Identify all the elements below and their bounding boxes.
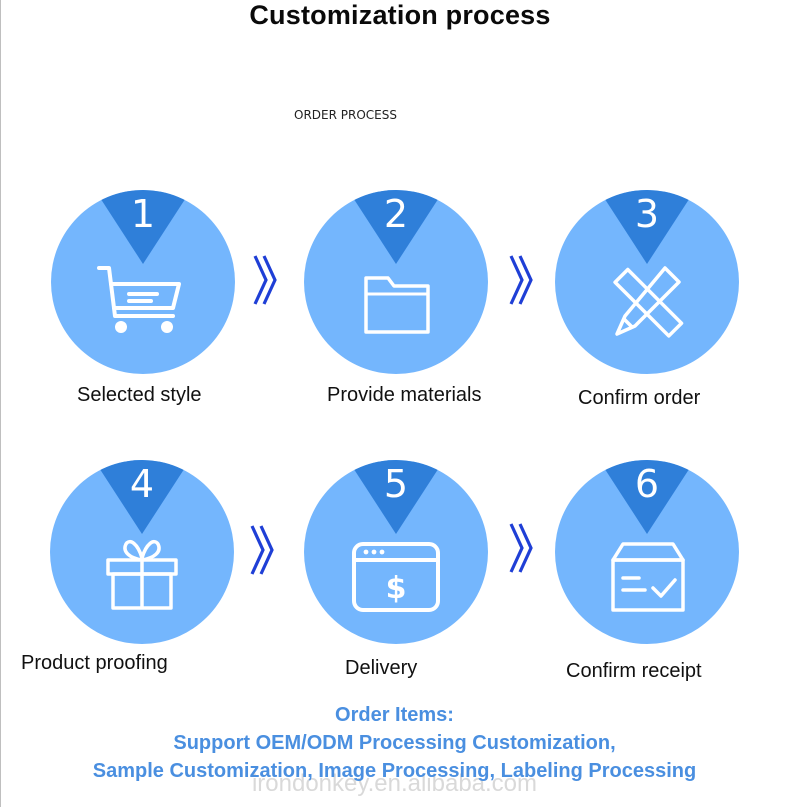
step-5-circle: 5 $ xyxy=(304,460,488,644)
step-3-badge xyxy=(599,190,695,264)
step-4-number: 4 xyxy=(129,462,155,506)
order-items-line-2: Sample Customization, Image Processing, … xyxy=(92,760,697,782)
box-check-icon xyxy=(611,542,685,612)
order-items-heading: Order Items: xyxy=(335,704,454,726)
watermark: irondonkey.en.alibaba.com xyxy=(251,770,538,797)
page-title: Customization process xyxy=(249,0,551,30)
step-3-number: 3 xyxy=(634,192,660,236)
step-6-badge xyxy=(599,460,695,534)
step-2-circle: 2 xyxy=(304,190,488,374)
left-border xyxy=(0,0,1,807)
pencil-ruler-icon xyxy=(613,266,684,338)
step-5-label: Delivery xyxy=(345,657,418,679)
step-3-circle: 3 xyxy=(555,190,739,374)
page-subtitle: ORDER PROCESS xyxy=(294,108,397,122)
svg-text:$: $ xyxy=(386,571,407,606)
step-5-number: 5 xyxy=(383,462,409,506)
step-6-number: 6 xyxy=(634,462,660,506)
double-chevron-right-icon xyxy=(509,523,533,573)
step-1-label: Selected style xyxy=(77,384,202,406)
step-1-number: 1 xyxy=(130,192,156,236)
order-items-line-1: Support OEM/ODM Processing Customization… xyxy=(173,732,616,754)
step-4-label: Product proofing xyxy=(21,652,168,674)
folder-icon xyxy=(364,276,430,334)
step-4-circle: 4 xyxy=(50,460,234,644)
step-2-number: 2 xyxy=(383,192,409,236)
payment-dollar-icon: $ xyxy=(352,542,440,612)
step-5-badge xyxy=(348,460,444,534)
double-chevron-right-icon xyxy=(250,525,274,575)
double-chevron-right-icon xyxy=(509,255,533,305)
shopping-cart-icon xyxy=(97,266,181,333)
step-1-badge xyxy=(95,190,191,264)
step-2-label: Provide materials xyxy=(327,384,482,406)
step-2-badge xyxy=(348,190,444,264)
step-1-circle: 1 xyxy=(51,190,235,374)
step-6-label: Confirm receipt xyxy=(566,660,702,682)
gift-icon xyxy=(106,539,178,610)
step-6-circle: 6 xyxy=(555,460,739,644)
double-chevron-right-icon xyxy=(253,255,277,305)
step-4-badge xyxy=(94,460,190,534)
step-3-label: Confirm order xyxy=(578,387,701,409)
